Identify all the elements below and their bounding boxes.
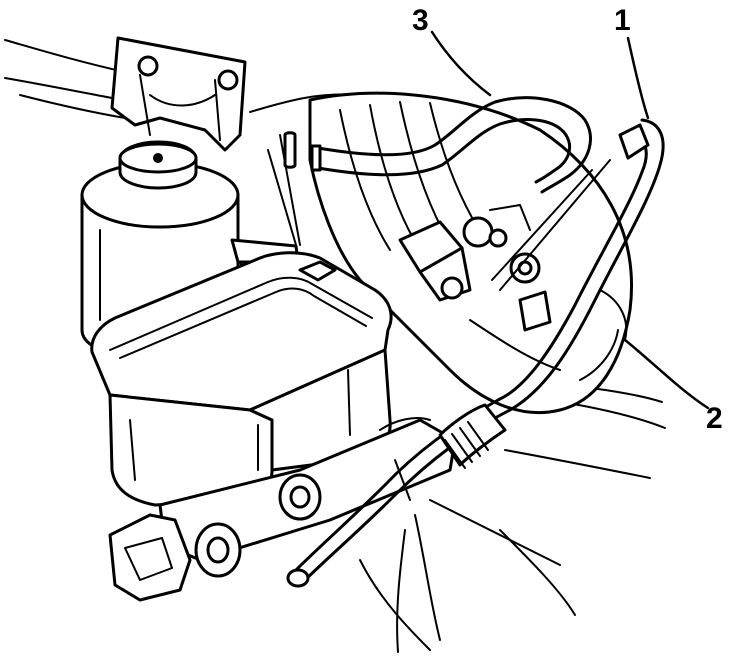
- outlet-hose: [286, 118, 665, 588]
- bolt-icon: [217, 69, 239, 91]
- master-cylinder-reservoir: [90, 251, 393, 507]
- callout-leaders: [430, 30, 710, 410]
- mounting-bracket: [110, 36, 247, 152]
- callout-1-label: 1: [614, 4, 631, 37]
- nut-icon: [462, 216, 494, 248]
- callout-3-label: 3: [412, 4, 429, 37]
- return-hose: [267, 96, 592, 246]
- hose-fittings: [398, 204, 552, 332]
- callout-2-label: 2: [706, 402, 723, 435]
- bolt-icon: [137, 55, 159, 77]
- master-cylinder-body: [108, 417, 457, 602]
